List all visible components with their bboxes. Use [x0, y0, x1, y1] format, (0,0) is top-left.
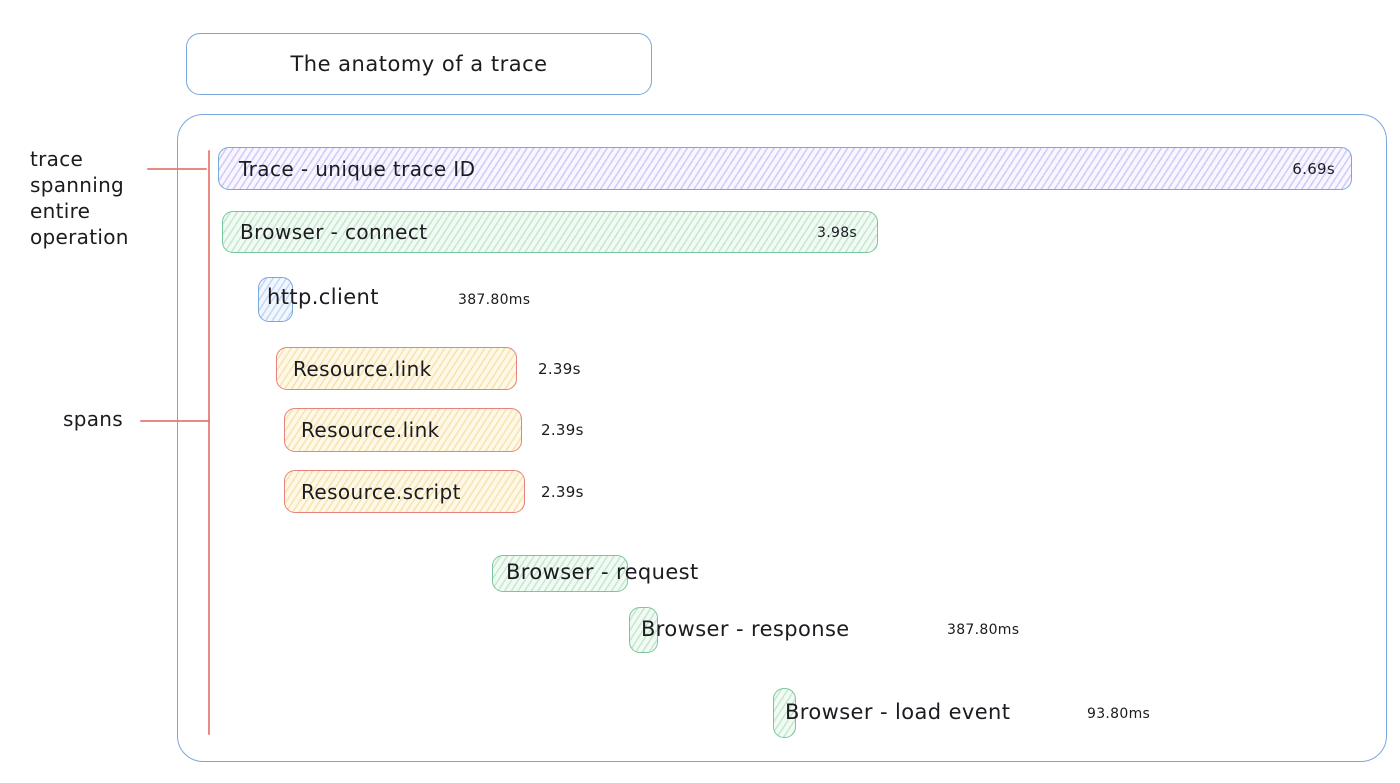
span-http-client-box	[258, 277, 293, 322]
span-duration: 93.80ms	[1087, 706, 1151, 722]
trace-bar-duration: 6.69s	[1292, 160, 1335, 178]
span-browser-connect: Browser - connect 3.98s	[222, 211, 878, 253]
span-resource-script: Resource.script	[284, 470, 525, 513]
span-duration: 2.39s	[538, 360, 581, 378]
span-resource-link-1: Resource.link	[276, 347, 517, 390]
spans-annotation-text: spans	[63, 407, 123, 431]
trace-bar: Trace - unique trace ID 6.69s	[218, 147, 1352, 190]
span-duration: 2.39s	[541, 483, 584, 501]
span-label: Resource.script	[301, 479, 461, 504]
spans-annotation-connector-line	[140, 420, 210, 422]
span-duration: 387.80ms	[458, 292, 531, 308]
span-label: Browser - response	[641, 617, 850, 641]
span-browser-response-box	[629, 607, 658, 653]
spans-bracket-vertical-line	[208, 150, 210, 735]
trace-bar-label: Trace - unique trace ID	[239, 156, 476, 181]
span-browser-load-event-box	[773, 688, 796, 738]
span-duration: 3.98s	[817, 225, 857, 241]
span-browser-request-box	[492, 555, 628, 592]
span-duration: 387.80ms	[947, 622, 1020, 638]
span-label: http.client	[267, 285, 379, 309]
diagram-title: The anatomy of a trace	[290, 52, 548, 76]
span-duration: 2.39s	[541, 421, 584, 439]
diagram-title-box: The anatomy of a trace	[186, 33, 652, 95]
trace-frame	[177, 114, 1387, 762]
span-label: Browser - request	[506, 560, 699, 584]
span-label: Resource.link	[301, 418, 440, 442]
span-resource-link-2: Resource.link	[284, 408, 522, 452]
span-label: Browser - connect	[240, 220, 428, 244]
span-label: Browser - load event	[785, 700, 1011, 724]
trace-annotation-text: trace spanning entire operation	[30, 147, 129, 249]
span-label: Resource.link	[293, 356, 432, 381]
